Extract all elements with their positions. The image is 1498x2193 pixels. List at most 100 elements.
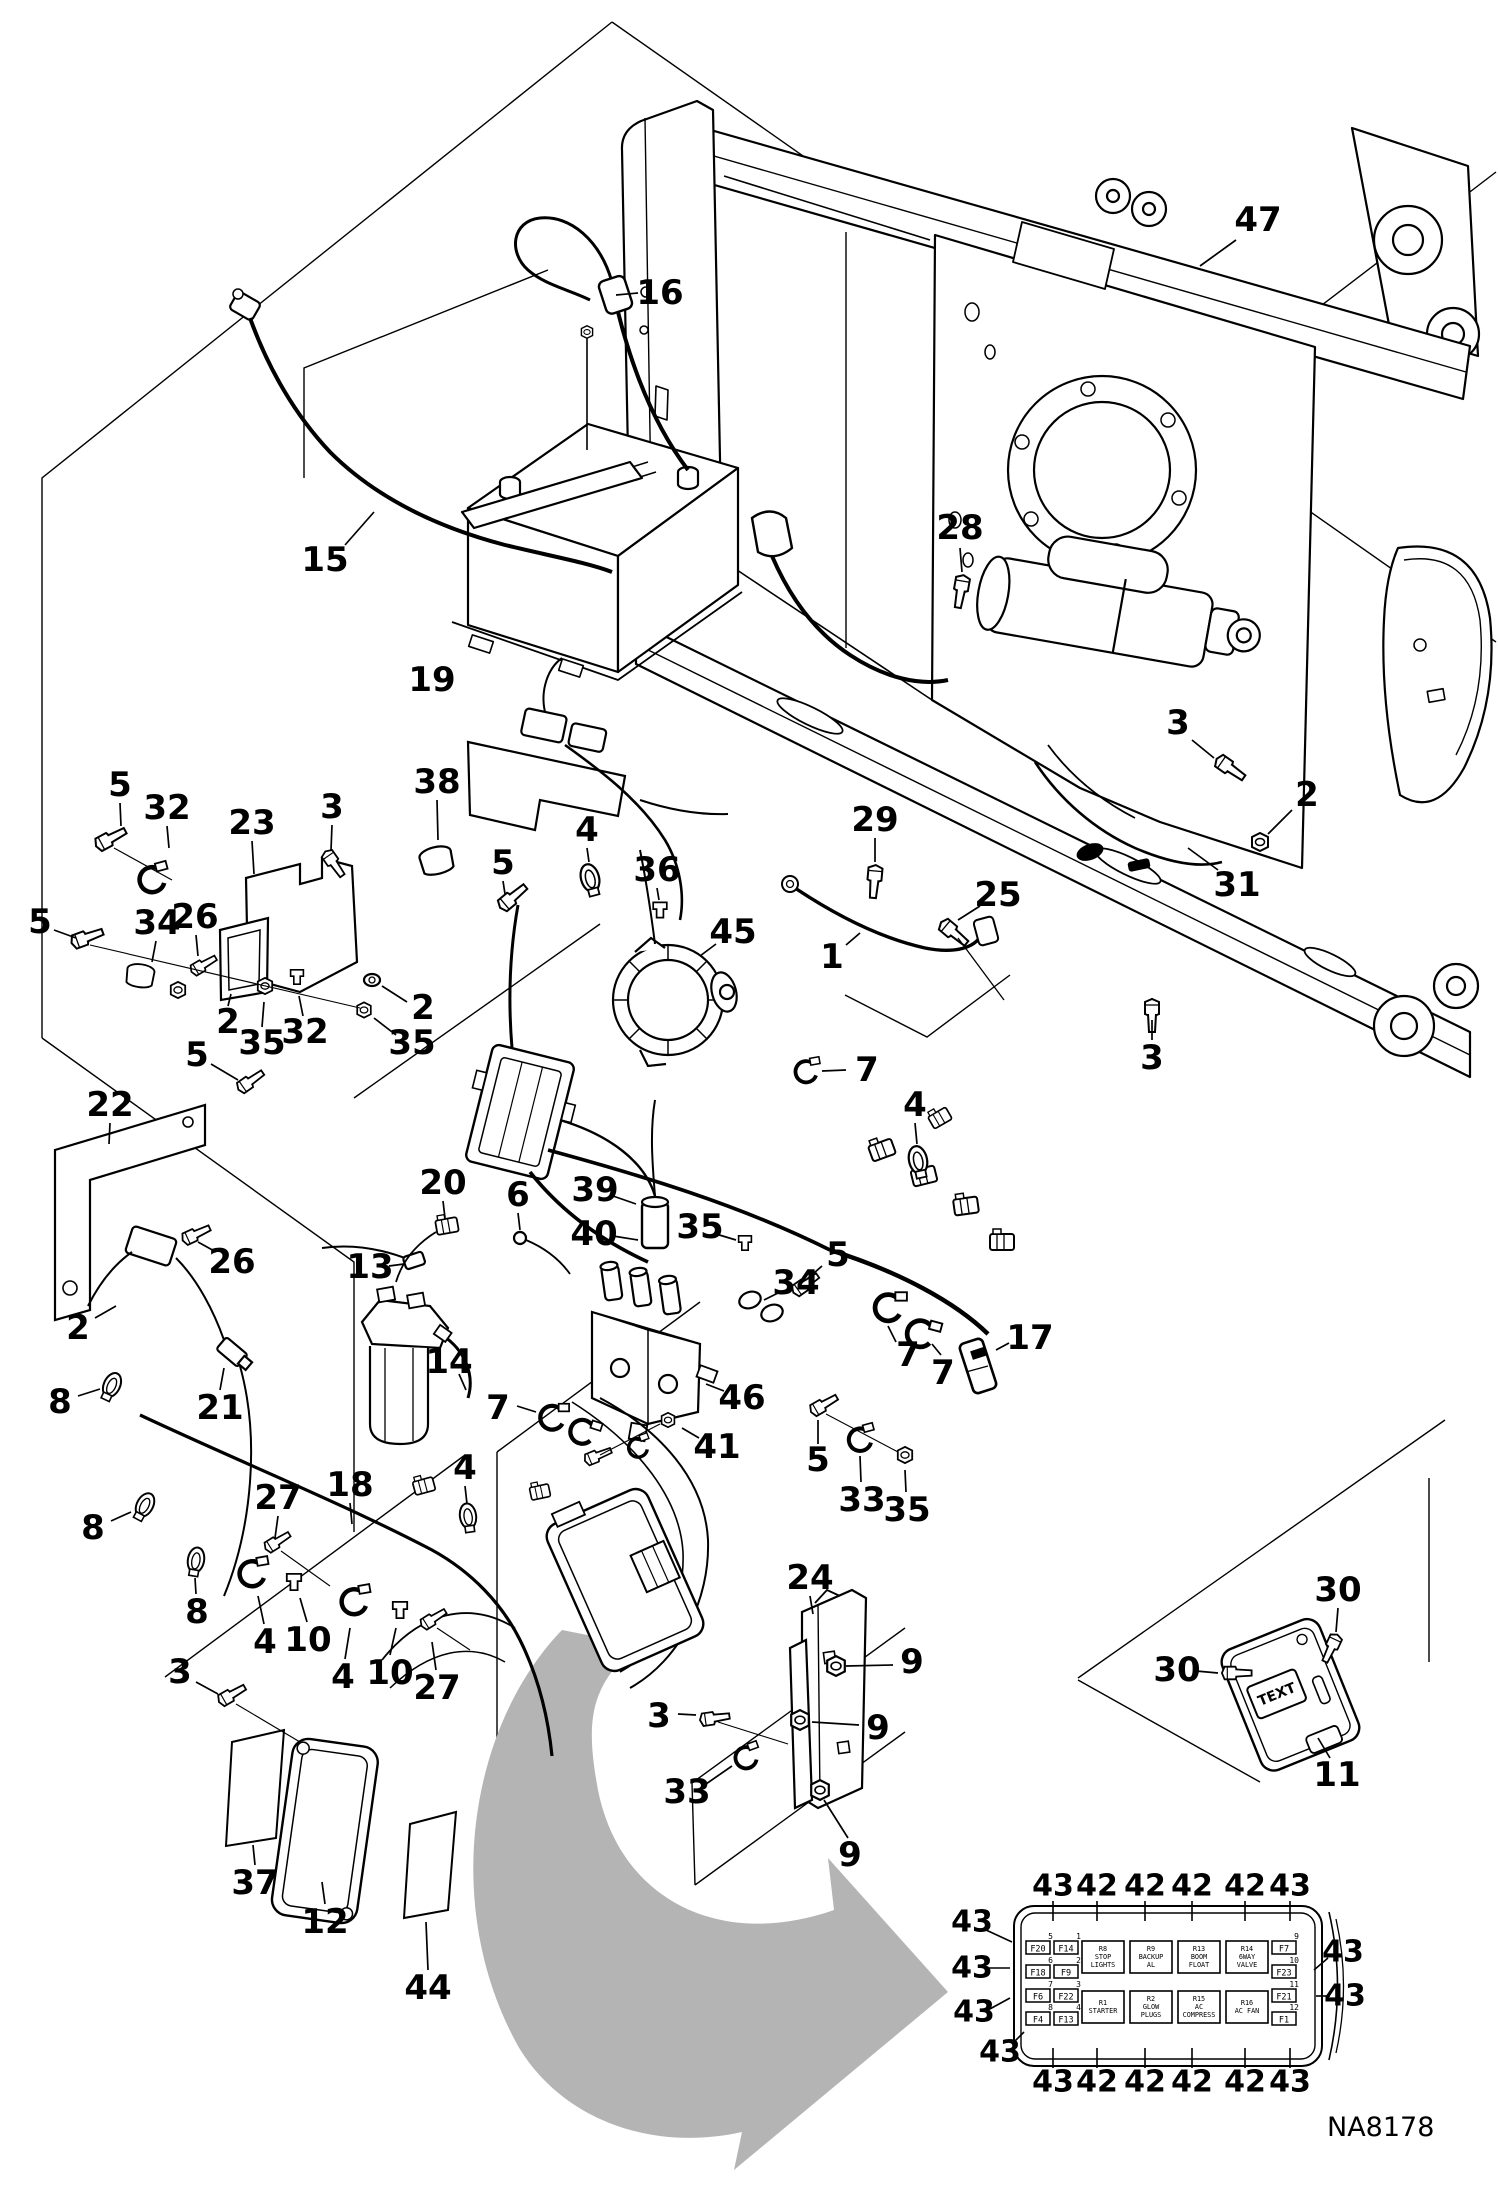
fuse-index-5: 5: [1048, 1932, 1053, 1941]
battery-terminal-pos: [676, 465, 700, 491]
nut-2: [1251, 832, 1269, 852]
callout-leader-4: [344, 1627, 351, 1660]
callout-26: 26: [171, 897, 218, 937]
callout-2: 2: [1295, 775, 1319, 815]
panel-callout-43: 43: [1269, 1869, 1311, 1904]
panel-callout-43: 43: [951, 1905, 993, 1940]
callout-11: 11: [1313, 1755, 1360, 1795]
callout-40: 40: [570, 1214, 617, 1254]
clamp-33: [729, 1738, 766, 1774]
clamp-4: [237, 1556, 272, 1588]
callout-leader-28: [959, 547, 963, 573]
bolt-3: [214, 1680, 249, 1709]
callout-37: 37: [231, 1863, 278, 1903]
fuse-F21: [1271, 1988, 1297, 2003]
fuse-label-F4: F4: [1033, 2016, 1043, 2026]
panel-callout-43: 43: [951, 1951, 993, 1986]
relay-text-R9: R9: [1147, 1945, 1155, 1953]
callout-leader-36: [656, 887, 660, 901]
callout-9: 9: [866, 1708, 890, 1748]
callout-41: 41: [693, 1427, 740, 1467]
callout-32: 32: [281, 1012, 328, 1052]
relay-R9: [1129, 1940, 1173, 1974]
callout-leader-2: [381, 985, 408, 1003]
clip-10: [285, 1572, 303, 1592]
callout-5: 5: [806, 1440, 830, 1480]
callout-leader-7: [516, 1405, 537, 1413]
callout-leader-3: [677, 1713, 697, 1716]
nut-9: [825, 1654, 847, 1678]
callout-32: 32: [143, 788, 190, 828]
callout-leader-35: [373, 1017, 397, 1036]
callout-35: 35: [388, 1023, 435, 1063]
connector-20: [433, 1211, 460, 1236]
callout-8: 8: [81, 1508, 105, 1548]
fuse-box-3d: [381, 1390, 914, 1689]
fuse-label-F23: F23: [1276, 1969, 1291, 1979]
relay-text-R8: LIGHTS: [1091, 1961, 1116, 1969]
chassis-frame: [620, 99, 1493, 1079]
panel-callout-43: 43: [1324, 1979, 1366, 2014]
callout-leader-7: [931, 1343, 942, 1356]
sensor-39-40: [640, 1099, 670, 1250]
valve-block: [590, 1260, 719, 1443]
bolt-29: [864, 863, 884, 900]
callout-5: 5: [826, 1235, 850, 1275]
callout-leader-5: [53, 929, 77, 939]
panel-callout-43: 43: [1269, 2065, 1311, 2100]
callout-35: 35: [883, 1490, 930, 1530]
relay-text-R9: AL: [1147, 1961, 1155, 1969]
relay-text-R8: R8: [1099, 1945, 1107, 1953]
callout-leader-34: [763, 1291, 781, 1301]
fuse-label-F13: F13: [1058, 2016, 1073, 2026]
callout-6: 6: [506, 1175, 530, 1215]
callout-7: 7: [931, 1353, 955, 1393]
callout-leader-3: [1191, 739, 1215, 759]
callout-28: 28: [936, 508, 983, 548]
bolt-5: [806, 1390, 841, 1419]
hold-down-strap: [460, 460, 644, 530]
relay-R1: [1081, 1990, 1125, 2024]
panel-callout-42: 42: [1124, 2065, 1166, 2100]
callout-39: 39: [571, 1170, 618, 1210]
callout-30: 30: [1153, 1650, 1200, 1690]
callout-14: 14: [425, 1342, 472, 1382]
junction-block: [465, 1043, 577, 1181]
callout-leader-2: [94, 1305, 117, 1319]
sensor-21: [216, 1336, 254, 1372]
callout-19: 19: [408, 660, 455, 700]
callout-3: 3: [647, 1696, 671, 1736]
callout-leader-35: [715, 1233, 737, 1241]
callout-24: 24: [786, 1558, 833, 1598]
relay-R14: [1225, 1940, 1269, 1974]
callout-4: 4: [253, 1622, 277, 1662]
boot-38: [416, 842, 457, 879]
callout-18: 18: [326, 1465, 373, 1505]
callout-leader-25: [957, 905, 981, 921]
panel-callout-42: 42: [1124, 1869, 1166, 1904]
callout-2: 2: [216, 1002, 240, 1042]
callout-8: 8: [185, 1592, 209, 1632]
fuse-index-4: 4: [1076, 2003, 1081, 2012]
relay-R16: [1225, 1990, 1269, 2024]
bracket-19-assembly: [416, 657, 729, 921]
callout-leader-31: [1187, 847, 1219, 871]
callout-leader-20: [442, 1200, 446, 1219]
callout-leader-33: [859, 1455, 862, 1483]
relay-text-R16: AC FAN: [1235, 2007, 1260, 2015]
clip-36: [652, 901, 668, 919]
callout-leader-5: [210, 1063, 239, 1081]
callout-leader-5: [119, 802, 122, 827]
callout-leader-8: [77, 1388, 101, 1397]
fuse-index-1: 1: [1076, 1932, 1081, 1941]
callout-leader-2: [227, 993, 232, 1007]
callout-leader-16: [615, 292, 639, 296]
relay-text-R2: GLOW: [1143, 2003, 1160, 2011]
callout-3: 3: [1140, 1038, 1164, 1078]
detail-arrow: [473, 1630, 948, 2170]
fuel-filter-assembly: [321, 1245, 472, 1446]
callout-leader-38: [436, 799, 439, 841]
callout-44: 44: [404, 1968, 451, 2008]
fuse-F20: [1025, 1940, 1051, 1955]
